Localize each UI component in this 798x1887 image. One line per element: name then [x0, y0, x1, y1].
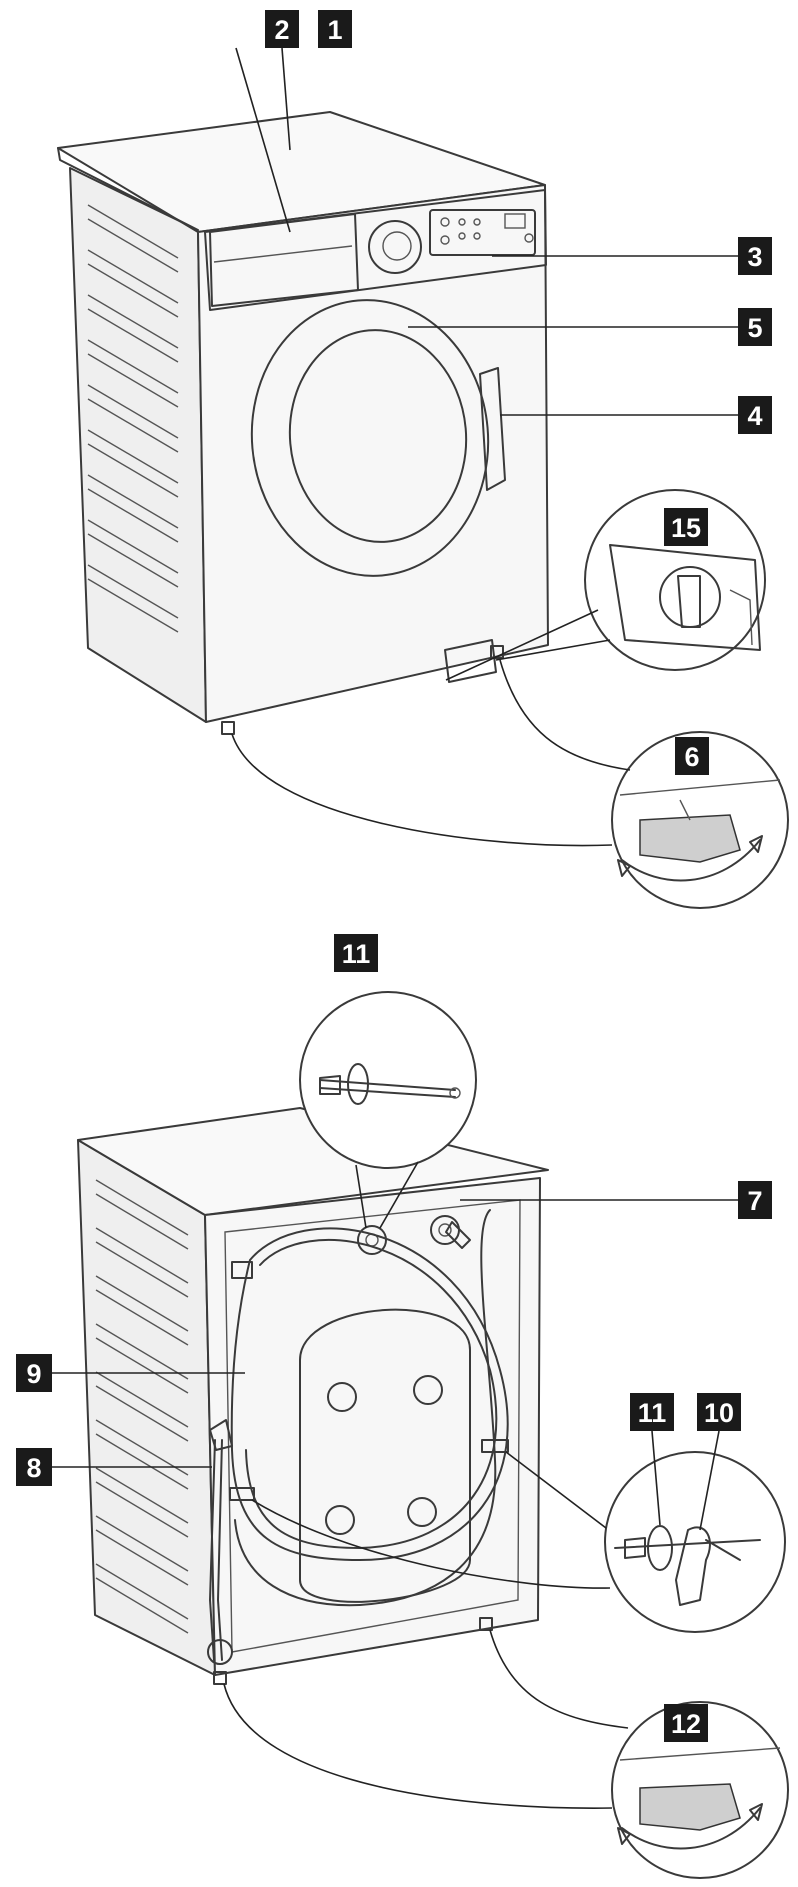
label-tag-12: 12: [664, 1704, 708, 1742]
svg-text:10: 10: [704, 1398, 734, 1428]
door-glass: [288, 329, 468, 543]
transit-bolt-callout-top: [299, 991, 477, 1169]
spacer-detail: [614, 1525, 761, 1606]
drain-filter-detail: [609, 544, 761, 651]
spacer-callout-circle: [604, 1451, 786, 1633]
panel-buttons: [440, 213, 534, 245]
svg-text:8: 8: [26, 1453, 41, 1483]
svg-text:6: 6: [684, 742, 699, 772]
svg-text:5: 5: [747, 313, 762, 343]
label-tag-5: 5: [738, 308, 772, 346]
label-tag-9: 9: [16, 1354, 52, 1392]
door-handle: [479, 367, 506, 491]
svg-text:2: 2: [274, 15, 289, 45]
inlet-hose: [234, 1209, 497, 1607]
svg-text:15: 15: [671, 513, 701, 543]
svg-text:1: 1: [327, 15, 342, 45]
front-face: [197, 184, 549, 723]
svg-text:11: 11: [342, 939, 371, 969]
svg-text:4: 4: [747, 401, 762, 431]
rear-side-vents: [95, 1179, 189, 1634]
hose-holder-top: [231, 1261, 253, 1279]
label-tag-11-top: 11: [334, 934, 378, 972]
drain-hose-end: [209, 1419, 233, 1451]
side-hose: [209, 1439, 216, 1661]
label-tag-6: 6: [675, 737, 709, 775]
transit-bolt-top-left: [357, 1225, 387, 1255]
display-panel: [429, 209, 536, 256]
filter-callout-circle: [584, 489, 766, 671]
transit-bolt-detail-top: [319, 1063, 461, 1105]
svg-text:12: 12: [671, 1709, 701, 1739]
front-adjustable-foot: [617, 779, 781, 882]
label-tag-1: 1: [318, 10, 352, 48]
rear-view: [77, 991, 789, 1879]
svg-text:9: 9: [26, 1359, 41, 1389]
front-foot-left: [221, 721, 235, 735]
drain-hose: [230, 1227, 509, 1561]
rear-foot-left: [213, 1671, 227, 1685]
label-tag-7: 7: [738, 1181, 772, 1219]
water-inlet-valve: [445, 1221, 471, 1249]
label-tag-3: 3: [738, 237, 772, 275]
rear-adjustable-foot: [617, 1747, 781, 1850]
label-tag-4: 4: [738, 396, 772, 434]
svg-text:11: 11: [638, 1398, 667, 1428]
leader-lines: [52, 47, 738, 1468]
label-tag-8: 8: [16, 1448, 52, 1486]
svg-text:3: 3: [747, 242, 762, 272]
front-foot-right: [490, 645, 504, 659]
rear-foot-right: [479, 1617, 493, 1631]
door-ring: [250, 299, 490, 577]
front-view: [57, 111, 789, 909]
svg-text:7: 7: [747, 1186, 762, 1216]
hose-holder-left: [229, 1487, 255, 1501]
hose-holder-right: [481, 1439, 509, 1453]
programme-knob: [368, 220, 422, 274]
control-panel: [204, 189, 547, 311]
label-tag-2: 2: [265, 10, 299, 48]
label-tag-15: 15: [664, 508, 708, 546]
detergent-drawer: [209, 213, 359, 307]
label-tag-10: 10: [697, 1393, 741, 1431]
rear-drum-cover: [299, 1308, 471, 1603]
filter-flap: [444, 639, 497, 683]
side-vents: [87, 204, 179, 633]
rear-top-panel: [77, 1107, 549, 1216]
label-tag-11-right: 11: [630, 1393, 674, 1431]
